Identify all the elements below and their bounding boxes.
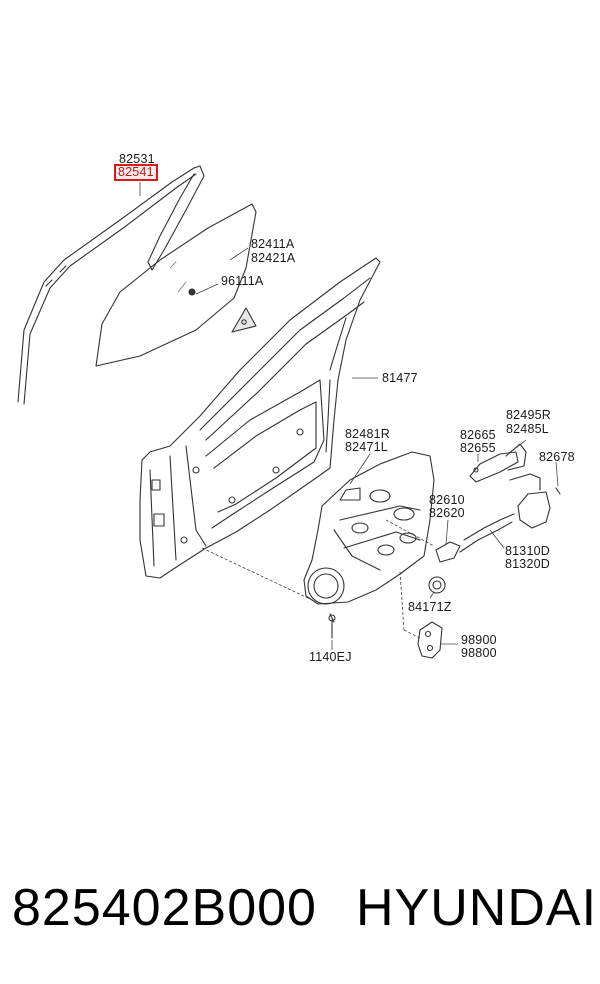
label-82665: 82665 bbox=[460, 428, 496, 442]
label-82620: 82620 bbox=[429, 506, 465, 520]
label-82421A: 82421A bbox=[251, 251, 296, 265]
label-82481R: 82481R bbox=[345, 427, 390, 441]
label-81320D: 81320D bbox=[505, 557, 550, 571]
label-82610: 82610 bbox=[429, 493, 465, 507]
label-81477: 81477 bbox=[382, 371, 418, 385]
label-82655: 82655 bbox=[460, 441, 496, 455]
leader-lines bbox=[139, 182, 559, 650]
label-98800: 98800 bbox=[461, 646, 497, 660]
bolt bbox=[328, 613, 336, 639]
label-82678: 82678 bbox=[539, 450, 575, 464]
part-number: 825402B000 bbox=[12, 879, 317, 937]
label-82471L: 82471L bbox=[345, 440, 388, 454]
latch-assembly bbox=[417, 621, 443, 659]
window-channel-molding bbox=[17, 165, 205, 405]
brand-name: HYUNDAI bbox=[356, 879, 598, 937]
label-96111A: 96111A bbox=[221, 274, 264, 288]
label-84171Z: 84171Z bbox=[408, 600, 452, 614]
label-1140EJ: 1140EJ bbox=[309, 650, 352, 664]
label-82411A: 82411A bbox=[251, 237, 295, 251]
label-82541-highlighted[interactable]: 82541 bbox=[114, 164, 158, 181]
handle-assembly bbox=[428, 443, 561, 594]
door-glass bbox=[95, 203, 257, 367]
label-98900: 98900 bbox=[461, 633, 497, 647]
delta-bracket bbox=[231, 307, 257, 333]
door-panel bbox=[139, 257, 381, 579]
label-82531: 82531 bbox=[119, 152, 155, 166]
label-82495R: 82495R bbox=[506, 408, 551, 422]
label-82485L: 82485L bbox=[506, 422, 549, 436]
window-regulator-module bbox=[303, 451, 435, 605]
label-81310D: 81310D bbox=[505, 544, 550, 558]
